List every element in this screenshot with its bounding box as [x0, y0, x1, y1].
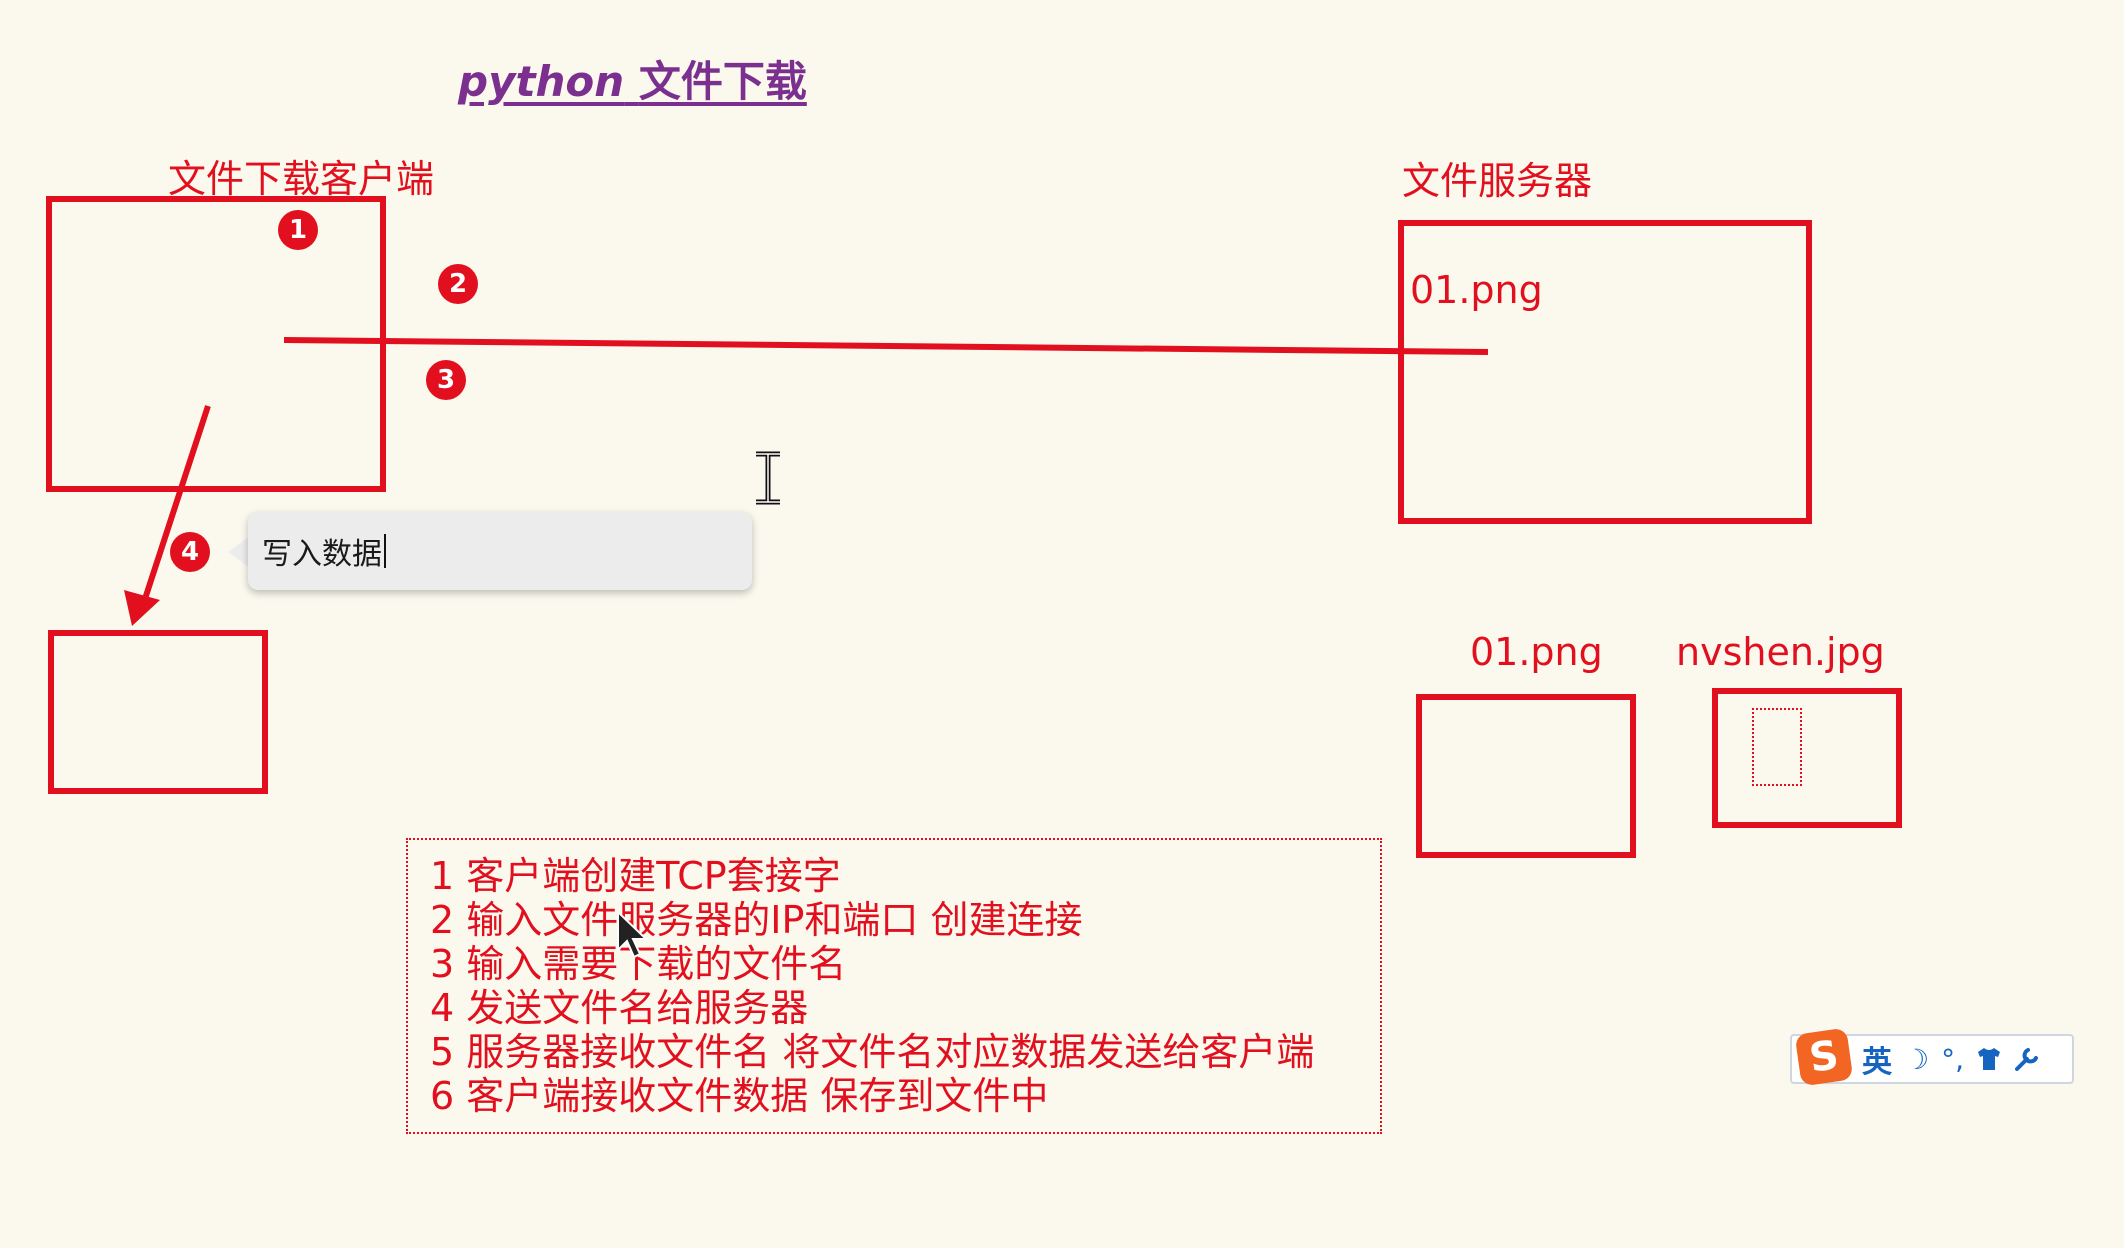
- file-label-nvshen: nvshen.jpg: [1676, 630, 1885, 674]
- steps-list: 1 客户端创建TCP套接字 2 输入文件服务器的IP和端口 创建连接 3 输入需…: [406, 838, 1382, 1134]
- callout-tail: [228, 536, 250, 568]
- step-badge-3: 3: [426, 360, 466, 400]
- file-label-01: 01.png: [1470, 630, 1603, 674]
- step-badge-4: 4: [170, 532, 210, 572]
- write-arrow: [139, 405, 211, 609]
- server-label: 文件服务器: [1402, 159, 1593, 203]
- text-cursor-icon: [756, 451, 780, 505]
- connection-line: [283, 337, 1489, 355]
- step-line-1: 1 客户端创建TCP套接字: [430, 854, 841, 898]
- file-placeholder-dotted: [1752, 708, 1802, 786]
- write-arrow-head: [124, 590, 160, 626]
- step-line-5: 5 服务器接收文件名 将文件名对应数据发送给客户端: [430, 1030, 1315, 1074]
- title-text: 文件下载: [638, 57, 807, 106]
- text-caret: [384, 534, 386, 568]
- step-line-4: 4 发送文件名给服务器: [430, 986, 809, 1030]
- step-line-3: 3 输入需要下载的文件名: [430, 942, 847, 986]
- server-file-label: 01.png: [1410, 268, 1543, 312]
- server-box: 01.png: [1398, 220, 1812, 524]
- title-code: python: [458, 57, 625, 106]
- ime-toolbar[interactable]: S 英 ☽ °,: [1790, 1027, 2074, 1087]
- step-line-6: 6 客户端接收文件数据 保存到文件中: [430, 1074, 1049, 1118]
- file-box-nvshen: [1712, 688, 1902, 828]
- mouse-pointer-icon: [617, 910, 649, 959]
- client-box: [46, 196, 386, 492]
- ime-logo[interactable]: S: [1794, 1027, 1854, 1087]
- step-line-2: 2 输入文件服务器的IP和端口 创建连接: [430, 898, 1083, 942]
- skin-shirt-icon[interactable]: [1976, 1047, 2002, 1071]
- write-data-callout[interactable]: 写入数据: [248, 512, 752, 590]
- callout-text: 写入数据: [262, 537, 382, 572]
- ime-mode-toggle[interactable]: 英: [1862, 1045, 1892, 1080]
- page-title: python 文件下载: [458, 48, 807, 109]
- punctuation-icon[interactable]: °,: [1941, 1042, 1965, 1076]
- wrench-icon[interactable]: [2014, 1046, 2040, 1072]
- client-label: 文件下载客户端: [168, 157, 435, 201]
- step-badge-1: 1: [278, 210, 318, 250]
- step-badge-2: 2: [438, 264, 478, 304]
- file-box-01: [1416, 694, 1636, 858]
- moon-icon[interactable]: ☽: [1904, 1042, 1930, 1076]
- client-file-box: [48, 630, 268, 794]
